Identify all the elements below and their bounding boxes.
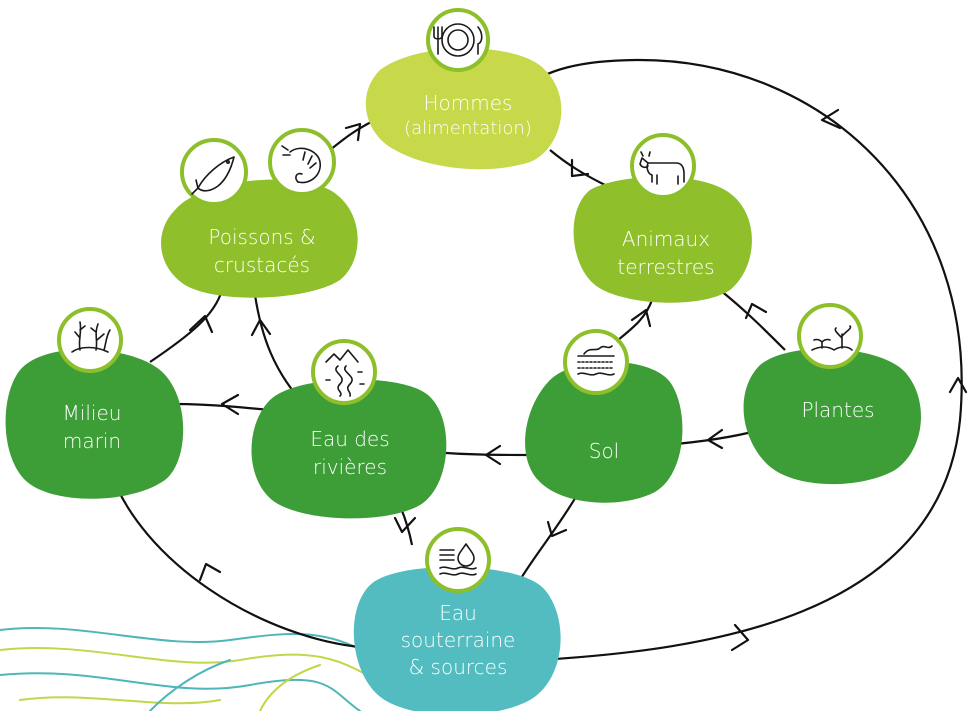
chevron-icon [344, 122, 362, 142]
chevron-icon [220, 393, 240, 416]
seaweed-icon [71, 321, 111, 353]
node-label: terrestres [617, 255, 714, 279]
blob [5, 349, 184, 499]
chevron-icon [744, 302, 768, 320]
node-animaux: Animaux terrestres [573, 133, 752, 303]
edge-marin-to-poissons [149, 289, 224, 363]
chevron-icon [630, 308, 652, 328]
blob [365, 48, 562, 170]
shrimp-icon [281, 145, 321, 184]
node-label: marin [63, 429, 121, 453]
chevron-icon [820, 108, 842, 130]
node-label: Milieu [63, 401, 122, 425]
edge-souterraine-to-hommes [519, 58, 963, 662]
node-label: Animaux [622, 227, 710, 251]
node-label: (alimentation) [404, 118, 532, 139]
node-label: souterraine [401, 628, 516, 652]
node-hommes: Hommes (alimentation) [365, 8, 562, 170]
chevron-icon [188, 314, 214, 334]
edge-plantes-to-animaux [719, 289, 786, 351]
cutlery-plate-icon [433, 23, 483, 57]
arrow-heads [188, 108, 968, 652]
decorative-waves [0, 626, 391, 711]
chevron-icon [250, 318, 272, 337]
river-icon [325, 349, 365, 397]
node-marin: Milieu marin [5, 307, 184, 499]
blob [573, 176, 752, 303]
blob [251, 379, 447, 519]
node-poissons: Poissons & crustacés [161, 128, 358, 298]
edge-marin-to-souterraine [108, 469, 371, 650]
node-label: Plantes [801, 398, 874, 422]
node-label: crustacés [214, 253, 310, 277]
node-label: & sources [409, 655, 508, 679]
node-plantes: Plantes [743, 303, 922, 485]
edge-poissons-to-hommes [329, 119, 376, 151]
edge-animaux-to-hommes [549, 149, 606, 186]
node-label: rivières [313, 455, 387, 479]
soil-layers-icon [577, 345, 615, 376]
edge-sol-to-souterraine [519, 489, 581, 581]
chevron-icon [948, 376, 968, 394]
groundwater-drop-icon [439, 543, 477, 576]
node-sol: Sol [525, 329, 683, 503]
sprouts-icon [811, 325, 853, 351]
fish-icon [191, 156, 235, 195]
blob [353, 566, 561, 711]
edge-rivieres-to-poissons [253, 294, 301, 401]
chevron-icon [484, 444, 502, 466]
chevron-icon [198, 562, 222, 582]
blob [743, 348, 922, 485]
node-label: Eau [439, 601, 477, 625]
node-label: Sol [589, 439, 620, 463]
blob [161, 179, 358, 298]
chevron-icon [546, 520, 568, 538]
node-label: Hommes [424, 91, 513, 115]
chevron-icon [393, 516, 417, 534]
chevron-icon [730, 623, 750, 652]
node-label: Poissons & [208, 225, 315, 249]
chevron-icon [570, 158, 590, 178]
cow-icon [639, 151, 685, 185]
node-rivieres: Eau des rivières [251, 339, 447, 519]
chevron-icon [706, 428, 724, 450]
node-label: Eau des [310, 427, 389, 451]
node-souterraine: Eau souterraine & sources [353, 527, 561, 711]
blob [525, 361, 683, 503]
